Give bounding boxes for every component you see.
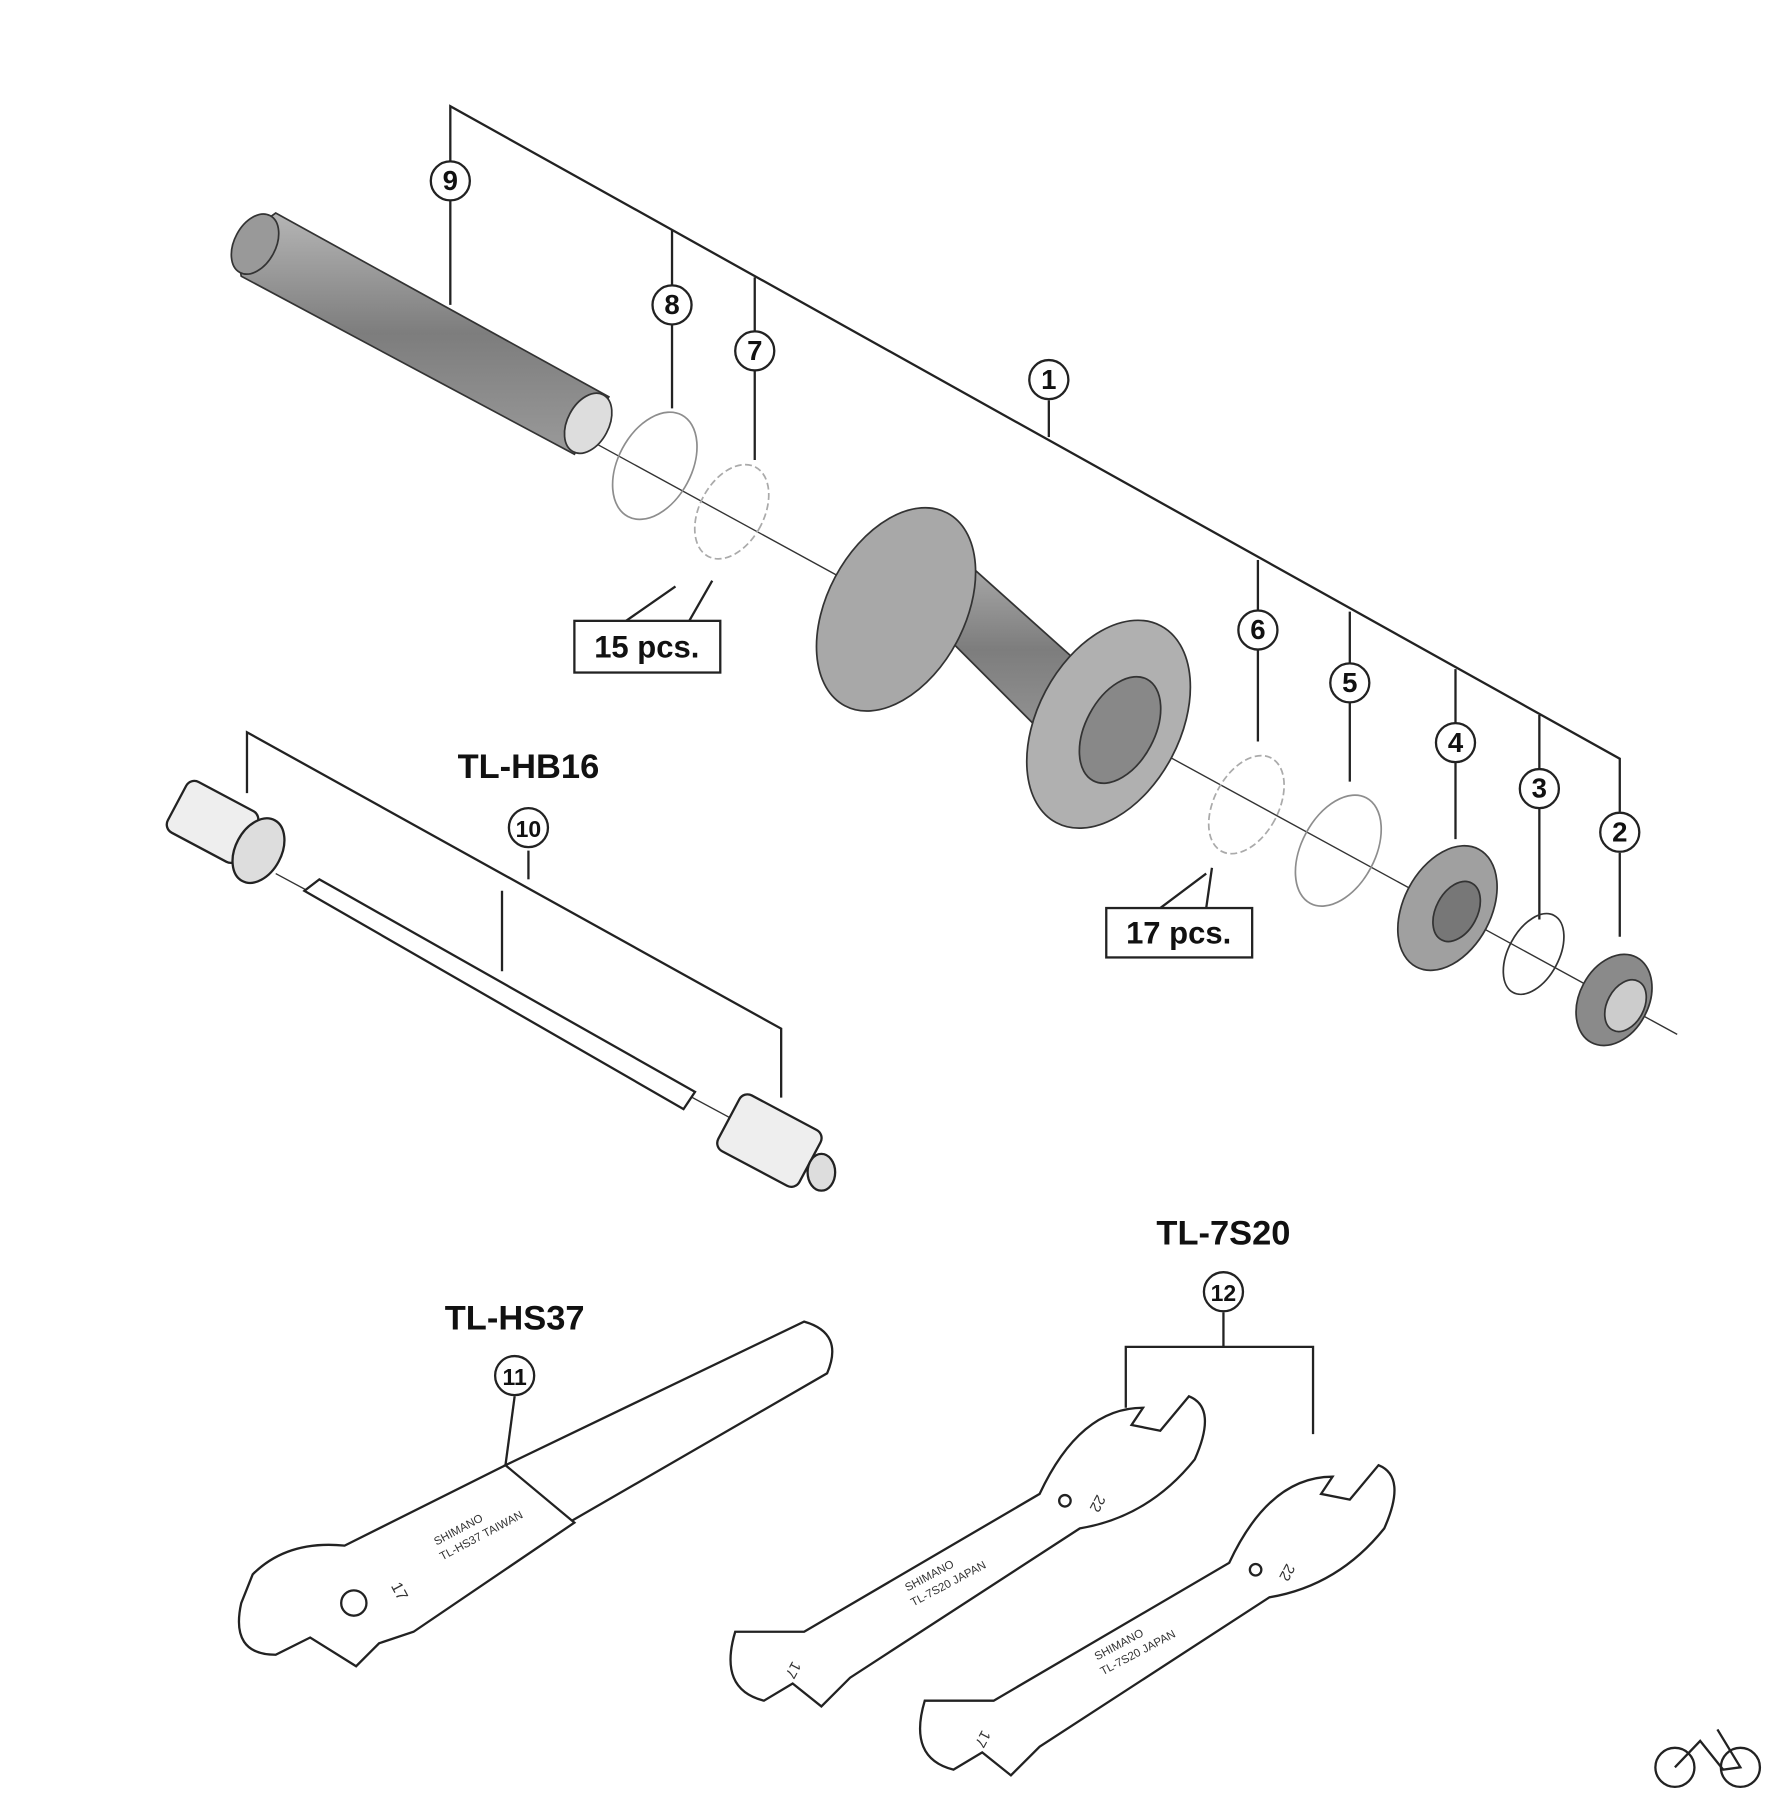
qty-box-17 [1105,906,1254,959]
callout-circle [429,160,471,202]
s720-size-22-a: 22 [1086,1492,1109,1515]
s720-size-17-b: 17 [971,1728,994,1751]
part-3-o-ring [1502,912,1565,996]
callout-circle [651,284,693,326]
callout-circle [1028,358,1070,401]
callout-circle [1518,767,1561,810]
callout-number-2: 2 [1612,816,1627,847]
part-8-seal [611,411,698,521]
callout-circle [1237,609,1279,651]
callout-number-10: 10 [516,816,542,842]
qty-label-15: 15 pcs. [594,630,699,665]
callout-number-1: 1 [1041,364,1056,395]
callout-number-11: 11 [503,1364,528,1390]
qty-label-17: 17 pcs. [1126,916,1231,951]
callout-number-4: 4 [1448,727,1464,758]
callout-circle [493,1354,536,1397]
part-axle [230,212,613,456]
tool-title-hb16: TL-HB16 [458,748,600,786]
part-6-ball-retainer [1207,754,1285,855]
callout-number-9: 9 [443,165,458,196]
tool-tl-7s20: SHIMANO TL-7S20 JAPAN SHIMANO TL-7S20 JA… [729,1312,1396,1777]
part-7-ball-retainer [693,463,770,560]
callout-circle [1599,811,1641,853]
callout-number-12: 12 [1211,1280,1237,1306]
hub-leader-lines [449,104,1621,937]
part-2-lock-nut [1575,953,1653,1047]
callout-number-7: 7 [747,335,762,366]
part-5-seal [1294,794,1383,907]
part-4-cone [1396,844,1498,972]
tool-title-hs37: TL-HS37 [445,1300,585,1338]
s720-size-22-b: 22 [1275,1561,1298,1584]
callout-circle [507,806,550,849]
tool-tl-hb16 [165,730,837,1192]
tool-tl-hs37: SHIMANO TL-HS37 TAIWAN 17 [237,1320,834,1668]
callout-circle [734,330,776,372]
qty-box-15 [573,619,722,674]
callout-number-6: 6 [1250,614,1265,645]
callout-circle [1434,721,1477,764]
part-1-hub-body [815,506,1192,830]
callout-circle [1329,662,1371,704]
s720-size-17-a: 17 [781,1659,804,1682]
bicycle-logo-icon [1654,1728,1762,1788]
tool-title-7s20: TL-7S20 [1156,1215,1290,1253]
callout-number-8: 8 [664,289,679,320]
callout-number-3: 3 [1532,773,1547,804]
callout-circle [1202,1271,1245,1313]
callout-number-5: 5 [1342,667,1357,698]
